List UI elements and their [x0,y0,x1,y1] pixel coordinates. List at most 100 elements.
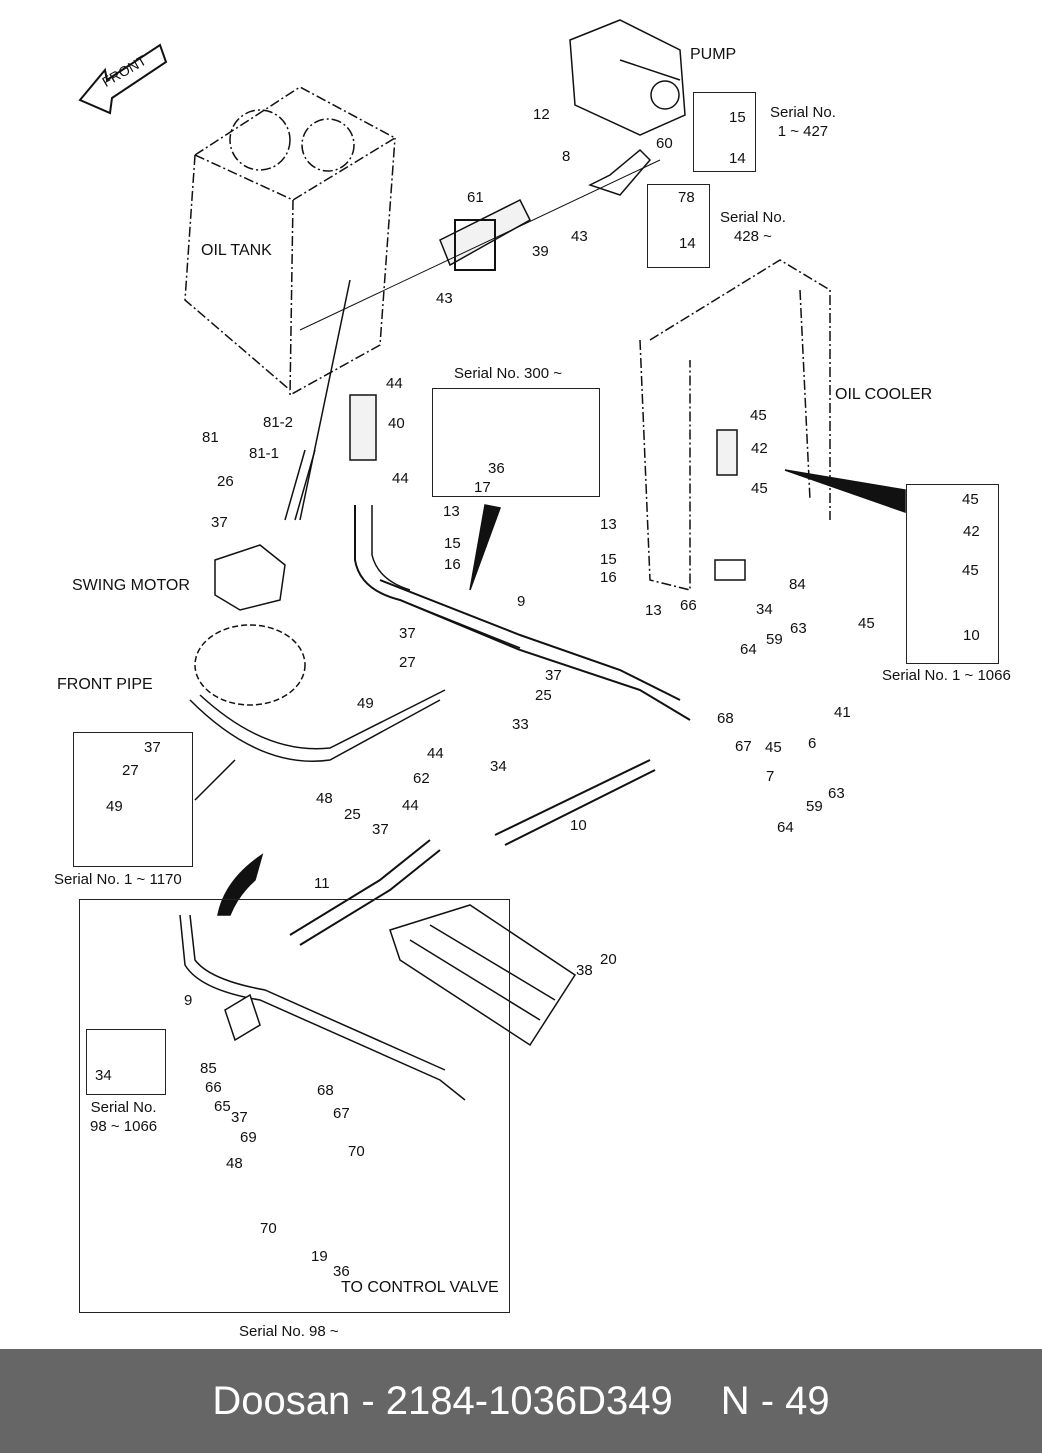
part-label: 45 [765,739,782,756]
pointer-serial-300 [469,504,502,591]
front-arrow-icon [78,43,168,115]
part-label: 81 [202,429,219,446]
part-label: 13 [600,516,617,533]
part-label: 45 [750,407,767,424]
part-label: 37 [144,739,161,756]
catalog-number: Doosan - 2184-1036D349 [212,1378,673,1423]
part-label: 49 [106,798,123,815]
part-label: 81-1 [249,445,280,462]
part-label: 9 [184,992,193,1009]
oil-cooler-drawing [639,259,831,591]
part-label: 67 [735,738,752,755]
part-label: 70 [348,1143,365,1160]
part-label: 65 [214,1098,231,1115]
serial-note-428: Serial No. 428 ~ [720,209,786,245]
part-label: 45 [751,480,768,497]
part-label: 59 [766,631,783,648]
part-label: 37 [372,821,389,838]
part-label: 13 [645,602,662,619]
part-label: 34 [490,758,507,775]
inset-frame-serial-98 [79,899,510,1313]
swing-motor-drawing [194,544,306,706]
fitting-84 [714,559,746,581]
serial-note-1-1066: Serial No. 1 ~ 1066 [882,667,1011,684]
part-label: 40 [388,415,405,432]
part-label: 15 [729,109,746,126]
oil-tank-title: OIL TANK [201,242,272,259]
part-label: 15 [444,535,461,552]
part-label: 68 [717,710,734,727]
inset-pipe-9-drawing [179,914,466,1101]
part-label: 33 [512,716,529,733]
dipstick-drawing [299,279,351,521]
serial-note-98-1066: Serial No. 98 ~ 1066 [90,1099,158,1135]
part-label: 41 [834,704,851,721]
page-number: N - 49 [720,1378,830,1423]
part-label: 9 [517,593,526,610]
part-label: 26 [217,473,234,490]
control-valve-drawing [389,904,577,1047]
part-label: 49 [357,695,374,712]
hose-42-drawing [716,429,738,476]
oil-tank-drawing [184,86,397,397]
hose-10-drawing [494,759,656,846]
serial-note-1-427: Serial No. 1 ~ 427 [770,104,836,140]
part-label: 38 [576,962,593,979]
part-label: 14 [679,235,696,252]
pointer-serial-1170 [194,759,236,801]
part-label: 45 [962,491,979,508]
part-label: 36 [333,1263,350,1280]
hose-40-drawing [349,394,691,721]
serial-note-300: Serial No. 300 ~ [454,365,562,382]
part-label: 39 [532,243,549,260]
part-label: 36 [488,460,505,477]
hose-49-drawing [189,689,446,762]
pipe-9-drawing [379,579,681,701]
serial-note-98: Serial No. 98 ~ [239,1323,339,1340]
part-label: 43 [436,290,453,307]
part-label: 16 [600,569,617,586]
inset-frame-serial-300 [432,388,600,497]
part-label: 60 [656,135,673,152]
part-label: 63 [828,785,845,802]
part-label: 19 [311,1248,328,1265]
pointer-serial-1066 [784,469,906,514]
part-label: 17 [474,479,491,496]
serial-note-1-1170: Serial No. 1 ~ 1170 [54,871,182,888]
part-label: 37 [211,514,228,531]
suction-hose-drawing [299,148,661,331]
part-label: 20 [600,951,617,968]
part-label: 34 [95,1067,112,1084]
part-label: 48 [316,790,333,807]
part-label: 12 [533,106,550,123]
part-label: 25 [535,687,552,704]
inset-frame-serial-1-427 [693,92,756,172]
dipstick-tube [284,449,316,521]
swing-motor-title: SWING MOTOR [72,577,190,594]
footer-bar: Doosan - 2184-1036D349 N - 49 [0,1349,1042,1453]
part-label: 16 [444,556,461,573]
part-label: 44 [386,375,403,392]
part-label: 68 [317,1082,334,1099]
part-label: 64 [740,641,757,658]
part-label: 44 [402,797,419,814]
part-label: 84 [789,576,806,593]
part-label: 15 [600,551,617,568]
part-label: 37 [399,625,416,642]
part-label: 64 [777,819,794,836]
part-label: 27 [122,762,139,779]
part-label: 66 [680,597,697,614]
part-label: 25 [344,806,361,823]
part-label: 66 [205,1079,222,1096]
part-label: 45 [962,562,979,579]
part-label: 45 [858,615,875,632]
part-label: 61 [467,189,484,206]
part-label: 44 [392,470,409,487]
part-label: 59 [806,798,823,815]
inset-frame-serial-1-1170 [73,732,193,867]
inset-frame-serial-1-1066 [906,484,999,664]
part-label: 69 [240,1129,257,1146]
part-label: 78 [678,189,695,206]
part-label: 37 [545,667,562,684]
part-label: 10 [570,817,587,834]
